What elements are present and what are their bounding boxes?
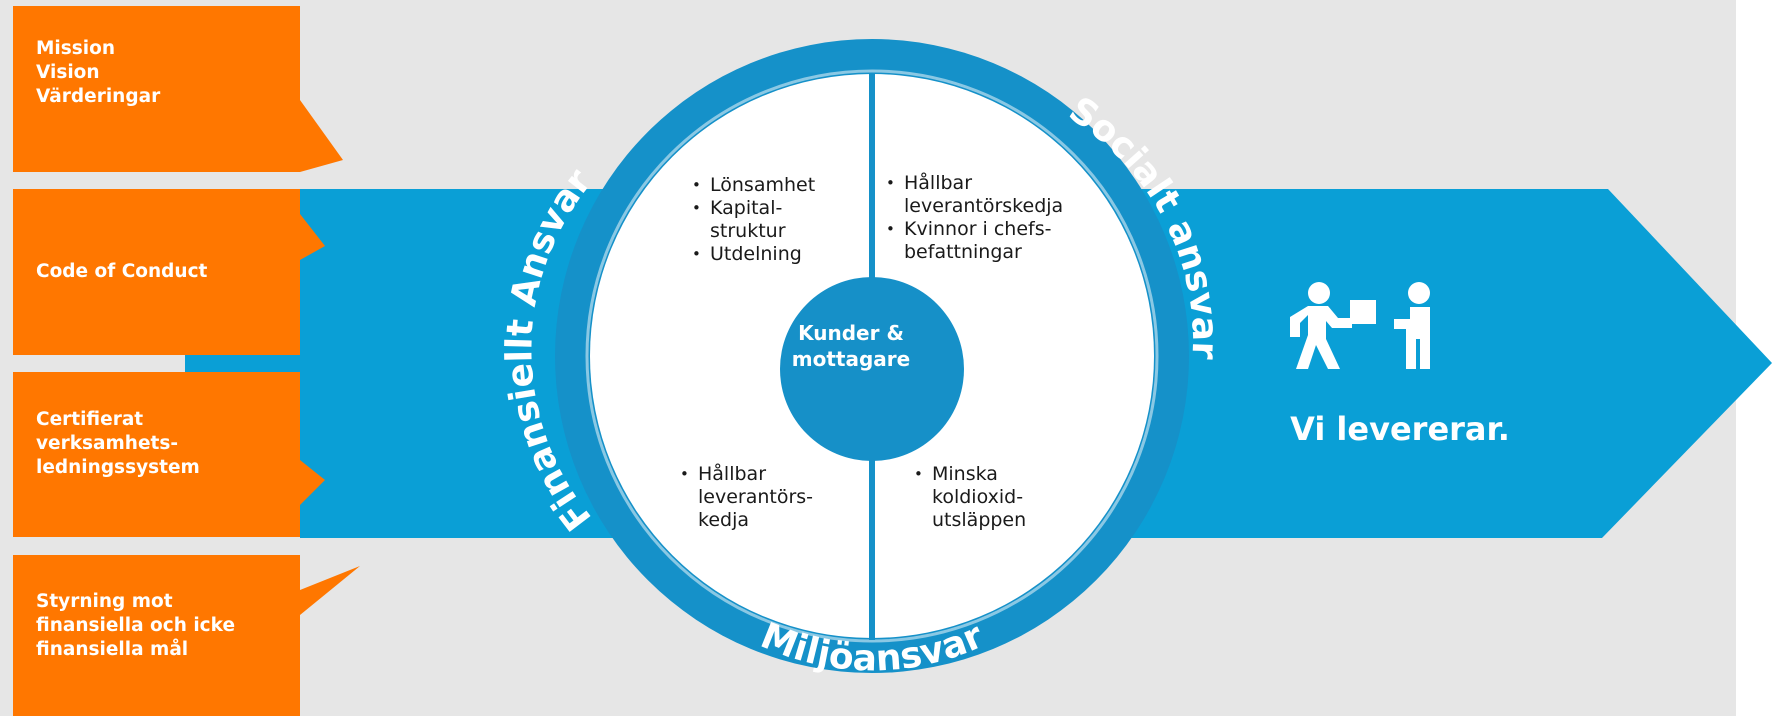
hub-circle: [780, 277, 964, 461]
quadrant-social: Hållbar leverantörskedja Kvinnor i chefs…: [884, 172, 1063, 264]
tagline: Vi levererar.: [1290, 410, 1510, 448]
left-box-4: [13, 555, 360, 716]
people-handing-package-icon: [1290, 282, 1430, 369]
bullet-item: Minska koldioxid- utsläppen: [912, 463, 1026, 532]
bullet-item: Kvinnor i chefs- befattningar: [884, 218, 1063, 264]
bullet-item: Utdelning: [690, 243, 815, 266]
box-mission-vision-values: Mission Vision Värderingar: [36, 38, 161, 107]
left-box-2: [13, 189, 325, 355]
outer-ring-inner-edge: [585, 69, 1159, 643]
box-financial-goals: Styrning mot finansiella och icke finans…: [36, 591, 235, 660]
hub-label: Kunder & mottagare: [791, 321, 911, 371]
quadrant-financial: Lönsamhet Kapital- struktur Utdelning: [690, 174, 815, 266]
left-box-1: [13, 6, 343, 172]
bullet-item: Hållbar leverantörskedja: [884, 172, 1063, 218]
quadrant-environment: Minska koldioxid- utsläppen: [912, 463, 1026, 532]
bullet-item: Lönsamhet: [690, 174, 815, 197]
bullet-item: Kapital- struktur: [690, 197, 815, 243]
bullet-item: Hållbar leverantörs- kedja: [678, 463, 813, 532]
box-code-of-conduct: Code of Conduct: [36, 261, 208, 282]
quadrant-supplier: Hållbar leverantörs- kedja: [678, 463, 813, 532]
box-certified-management-system: Certifierat verksamhets- ledningssystem: [36, 409, 200, 478]
left-box-3: [13, 372, 325, 537]
